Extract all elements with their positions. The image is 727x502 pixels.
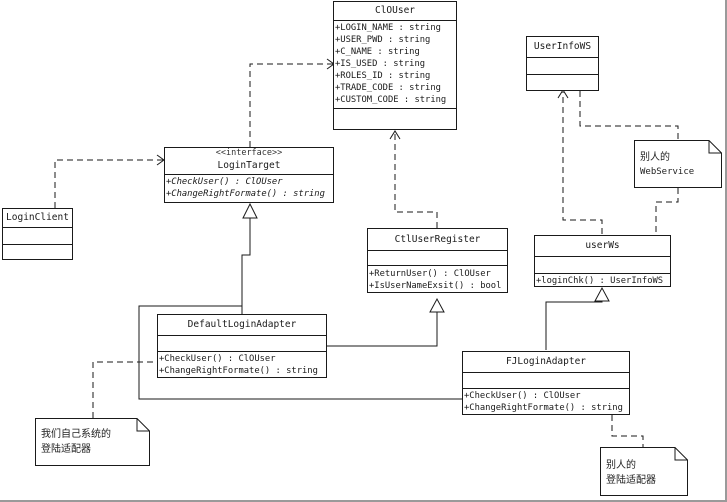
note-own-adapter[interactable]: 我们自己系统的 登陆适配器 bbox=[35, 418, 150, 466]
arrowhead-open bbox=[557, 89, 569, 99]
note-link-webservice-userinfows bbox=[579, 91, 679, 140]
attribute: +CUSTOM_CODE : string bbox=[335, 95, 447, 105]
class-userinfows[interactable]: UserInfoWS bbox=[526, 36, 599, 91]
class-name: ClOUser bbox=[374, 5, 416, 16]
dependency-logintarget-cloouser bbox=[249, 63, 333, 147]
class-name: userWs bbox=[585, 240, 620, 251]
class-fjloginadapter[interactable]: FJLoginAdapter +CheckUser() : ClOUser +C… bbox=[462, 351, 630, 415]
note-line: 别人的 bbox=[640, 152, 670, 163]
operation: +ChangeRightFormate() : string bbox=[166, 189, 325, 199]
triangle-head bbox=[594, 286, 610, 302]
attributes-compartment bbox=[158, 336, 326, 352]
class-ctluserregister[interactable]: CtlUserRegister +ReturnUser() : ClOUser … bbox=[367, 228, 508, 293]
generalization-fjadapter-userws bbox=[545, 300, 603, 350]
note-line: 登陆适配器 bbox=[606, 475, 656, 486]
note-line: 别人的 bbox=[606, 460, 636, 471]
note-line: 登陆适配器 bbox=[41, 444, 91, 455]
operations-compartment bbox=[334, 109, 456, 123]
interface-logintarget[interactable]: <<interface>> LoginTarget +CheckUser() :… bbox=[164, 147, 334, 203]
operation: +ReturnUser() : ClOUser bbox=[369, 269, 491, 279]
triangle-head bbox=[429, 297, 445, 313]
class-name: DefaultLoginAdapter bbox=[187, 319, 297, 330]
generalization-defaultadapter-ctluserregister bbox=[327, 312, 438, 347]
arrowhead-open bbox=[389, 130, 401, 140]
attributes-compartment bbox=[3, 228, 72, 245]
operation: +IsUserNameExsit() : bool bbox=[369, 281, 502, 291]
dependency-userws-userinfows bbox=[562, 92, 603, 234]
note-webservice[interactable]: 别人的 WebService bbox=[634, 140, 722, 188]
class-cloouser[interactable]: ClOUser +LOGIN_NAME : string +USER_PWD :… bbox=[333, 1, 457, 130]
operation: +ChangeRightFormate() : string bbox=[159, 366, 318, 376]
class-name: FJLoginAdapter bbox=[505, 356, 587, 367]
attributes-compartment bbox=[535, 257, 670, 274]
triangle-head bbox=[242, 202, 258, 219]
attributes-compartment bbox=[463, 373, 629, 389]
realization-fjadapter-logintarget bbox=[138, 305, 462, 400]
note-link-own-adapter bbox=[92, 361, 157, 418]
class-defaultloginadapter[interactable]: DefaultLoginAdapter +CheckUser() : ClOUs… bbox=[157, 314, 327, 378]
note-shape bbox=[600, 447, 688, 496]
class-name: LoginClient bbox=[6, 212, 69, 223]
note-other-adapter[interactable]: 别人的 登陆适配器 bbox=[600, 447, 688, 496]
attribute: +TRADE_CODE : string bbox=[335, 83, 441, 93]
attributes-compartment bbox=[527, 58, 598, 75]
stereotype-label: <<interface>> bbox=[215, 148, 283, 158]
note-shape bbox=[634, 140, 722, 188]
class-name: UserInfoWS bbox=[533, 41, 592, 52]
operation: +CheckUser() : ClOUser bbox=[464, 391, 581, 401]
attribute: +IS_USED : string bbox=[335, 59, 426, 69]
attributes-compartment bbox=[368, 251, 507, 266]
dependency-ctluserregister-cloouser bbox=[394, 133, 438, 228]
attribute: +C_NAME : string bbox=[335, 47, 420, 57]
note-shape bbox=[35, 418, 150, 466]
operation: +CheckUser() : ClOUser bbox=[159, 354, 276, 364]
class-name: LoginTarget bbox=[217, 160, 281, 171]
note-link-other-adapter bbox=[611, 415, 644, 447]
operation: +CheckUser() : ClOUser bbox=[166, 177, 283, 187]
class-name: CtlUserRegister bbox=[394, 234, 481, 245]
operation: +ChangeRightFormate() : string bbox=[464, 403, 623, 413]
operation: +loginChk() : UserInfoWS bbox=[536, 276, 664, 286]
attribute: +USER_PWD : string bbox=[335, 35, 431, 45]
note-line: WebService bbox=[640, 167, 695, 177]
note-line: 我们自己系统的 bbox=[41, 429, 111, 440]
dependency-loginclient-logintarget bbox=[54, 159, 163, 208]
class-userws[interactable]: userWs +loginChk() : UserInfoWS bbox=[534, 235, 671, 287]
class-loginclient[interactable]: LoginClient bbox=[2, 208, 73, 260]
attribute: +LOGIN_NAME : string bbox=[335, 23, 441, 33]
note-link-webservice-userws bbox=[655, 188, 679, 245]
realization-defaultadapter-logintarget bbox=[241, 218, 251, 314]
attribute: +ROLES_ID : string bbox=[335, 71, 431, 81]
